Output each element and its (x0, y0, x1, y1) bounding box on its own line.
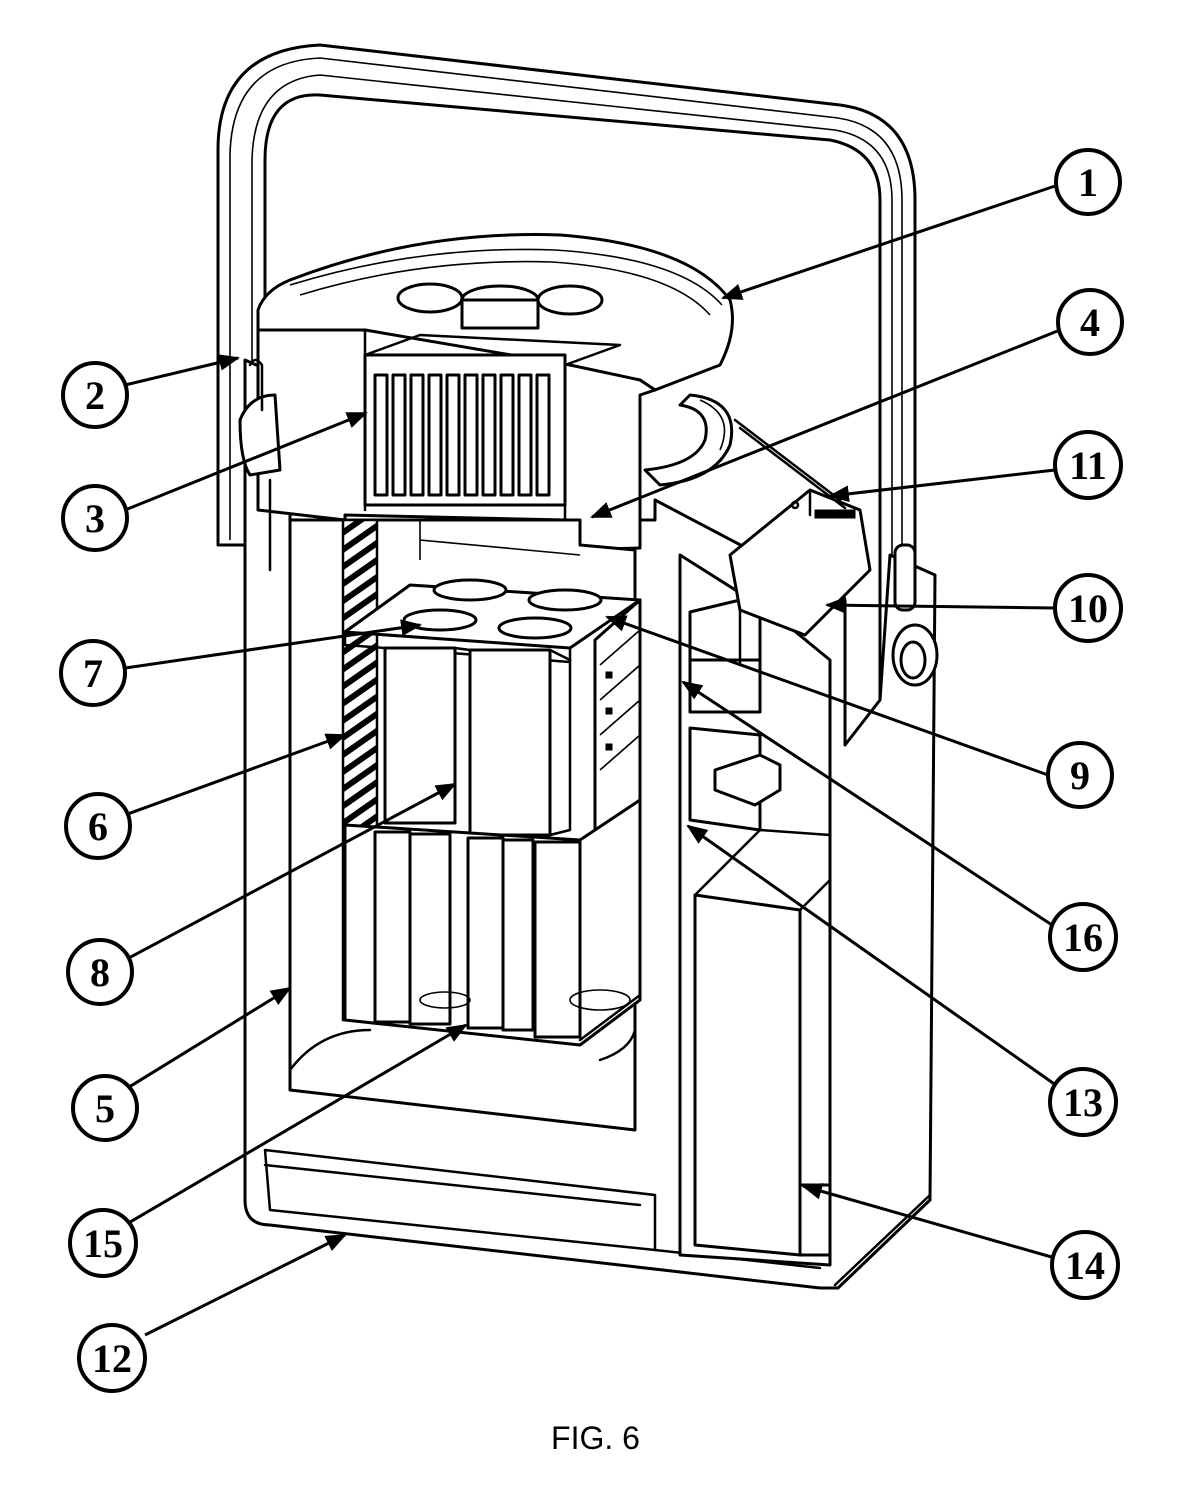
lid (256, 233, 734, 487)
figure-caption: FIG. 6 (551, 1420, 640, 1456)
leader-lines (107, 183, 1061, 1337)
callout-8: 8 (66, 938, 134, 1006)
callout-12: 12 (77, 1323, 147, 1393)
callout-10: 10 (1053, 573, 1123, 643)
svg-text:2: 2 (85, 373, 105, 418)
svg-text:7: 7 (83, 651, 103, 696)
latch-right (891, 543, 939, 687)
svg-text:6: 6 (88, 804, 108, 849)
heat-sink-fins (373, 373, 551, 497)
svg-text:4: 4 (1080, 300, 1100, 345)
latch-left (238, 358, 282, 572)
callout-9: 9 (1046, 741, 1114, 809)
callout-6: 6 (64, 792, 132, 860)
callout-5: 5 (71, 1074, 139, 1142)
callout-14: 14 (1050, 1230, 1120, 1300)
callout-2: 2 (61, 361, 129, 429)
cooling-block (256, 310, 657, 552)
svg-text:8: 8 (90, 950, 110, 995)
callout-13: 13 (1048, 1067, 1118, 1137)
svg-text:5: 5 (95, 1086, 115, 1131)
callout-7: 7 (59, 639, 127, 707)
svg-text:10: 10 (1068, 586, 1108, 631)
svg-text:12: 12 (92, 1336, 132, 1381)
svg-text:14: 14 (1065, 1243, 1105, 1288)
callout-1: 1 (1054, 148, 1122, 216)
lower-rack (343, 798, 642, 1047)
carry-handle (216, 43, 917, 702)
svg-text:16: 16 (1063, 915, 1103, 960)
svg-text:15: 15 (83, 1221, 123, 1266)
svg-text:1: 1 (1078, 160, 1098, 205)
callout-15: 15 (68, 1208, 138, 1278)
svg-text:9: 9 (1070, 753, 1090, 798)
svg-text:3: 3 (85, 496, 105, 541)
callout-3: 3 (61, 484, 129, 552)
callout-4: 4 (1056, 288, 1124, 356)
svg-text:11: 11 (1069, 443, 1107, 488)
svg-text:13: 13 (1063, 1080, 1103, 1125)
callout-16: 16 (1048, 902, 1118, 972)
chamber-floor (288, 1028, 372, 1072)
callout-11: 11 (1053, 430, 1123, 500)
